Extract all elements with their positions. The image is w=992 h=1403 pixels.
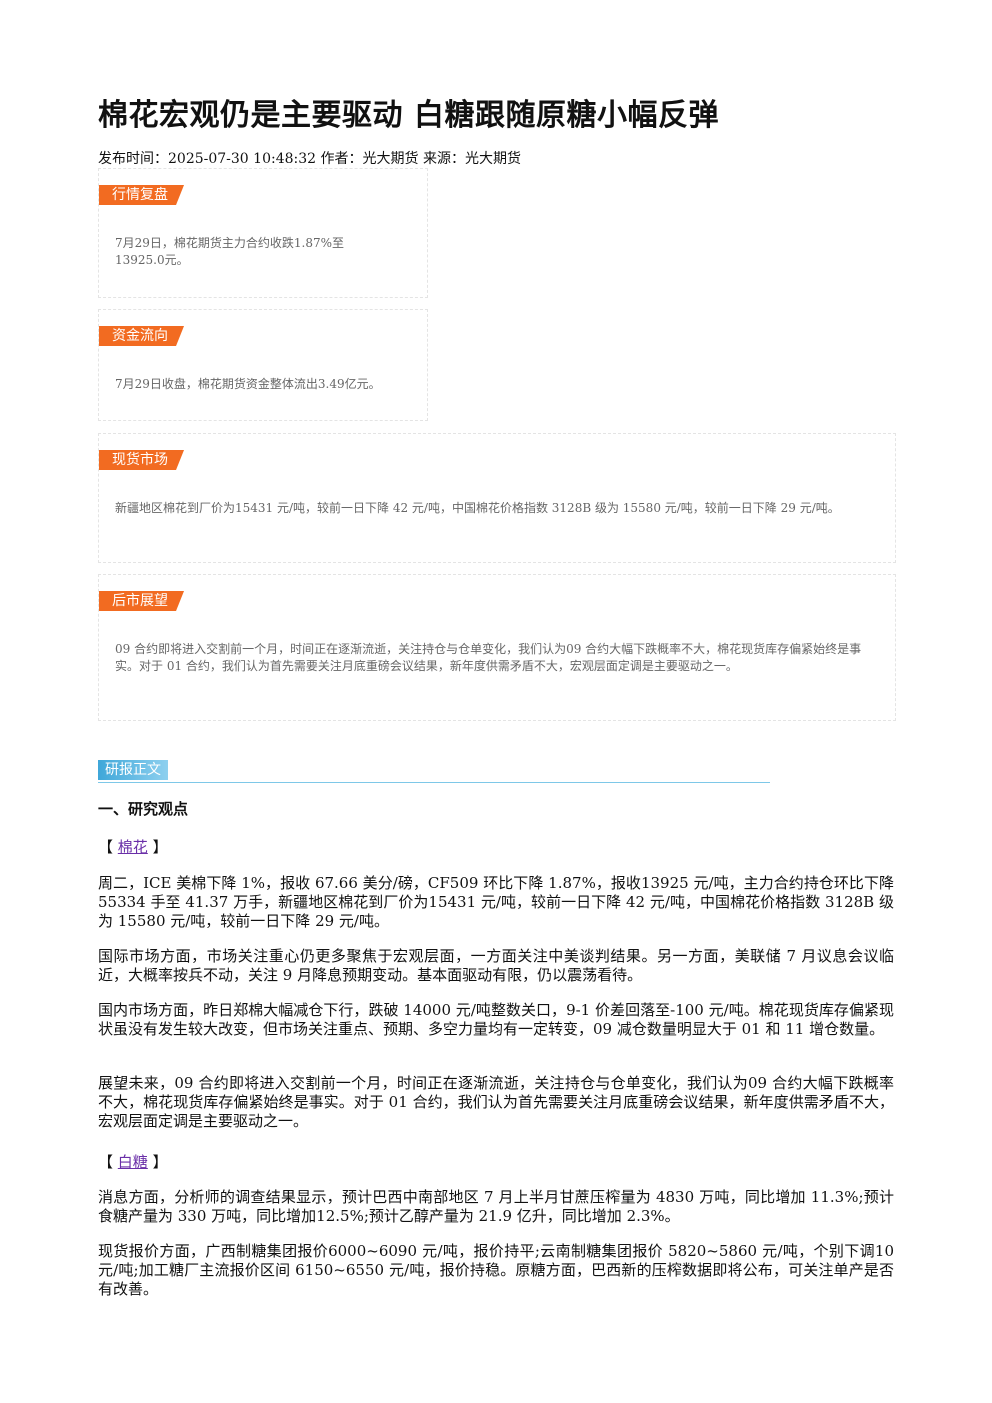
cotton-paragraph: 国内市场方面，昨日郑棉大幅减仓下行，跌破 14000 元/吨整数关口，9-1 价… xyxy=(98,1001,894,1038)
card-market-review: 行情复盘 7月29日，棉花期货主力合约收跌1.87%至13925.0元。 xyxy=(98,168,428,298)
card-text: 09 合约即将进入交割前一个月，时间正在逐渐流逝，关注持仓与仓单变化，我们认为0… xyxy=(115,642,862,673)
sugar-label: 【 白糖 】 xyxy=(98,1151,168,1172)
bracket-close: 】 xyxy=(152,1153,168,1171)
article-meta: 发布时间：2025-07-30 10:48:32 作者：光大期货 来源：光大期货 xyxy=(98,151,521,167)
card-fund-flow: 资金流向 7月29日收盘，棉花期货资金整体流出3.49亿元。 xyxy=(98,309,428,421)
section-bar: 研报正文 xyxy=(98,760,770,783)
bracket-close: 】 xyxy=(152,838,168,856)
card-tag: 行情复盘 xyxy=(99,185,184,205)
article-title: 棉花宏观仍是主要驱动 白糖跟随原糖小幅反弹 xyxy=(98,98,719,133)
sugar-paragraph: 现货报价方面，广西制糖集团报价6000~6090 元/吨，报价持平;云南制糖集团… xyxy=(98,1242,894,1298)
card-tag: 资金流向 xyxy=(99,326,184,346)
cotton-paragraph: 国际市场方面，市场关注重心仍更多聚焦于宏观层面，一方面关注中美谈判结果。另一方面… xyxy=(98,947,894,984)
card-text: 新疆地区棉花到厂价为15431 元/吨，较前一日下降 42 元/吨，中国棉花价格… xyxy=(115,501,840,515)
sugar-paragraph: 消息方面，分析师的调查结果显示，预计巴西中南部地区 7 月上半月甘蔗压榨量为 4… xyxy=(98,1188,894,1225)
bracket-open: 【 xyxy=(98,1153,114,1171)
bracket-open: 【 xyxy=(98,838,114,856)
cotton-paragraph: 周二，ICE 美棉下降 1%，报收 67.66 美分/磅，CF509 环比下降 … xyxy=(98,874,894,930)
card-spot-market: 现货市场 新疆地区棉花到厂价为15431 元/吨，较前一日下降 42 元/吨，中… xyxy=(98,433,896,563)
card-tag: 现货市场 xyxy=(99,450,184,470)
card-outlook: 后市展望 09 合约即将进入交割前一个月，时间正在逐渐流逝，关注持仓与仓单变化，… xyxy=(98,574,896,721)
section-heading: 一、研究观点 xyxy=(98,800,189,818)
card-tag: 后市展望 xyxy=(99,591,184,611)
sugar-link[interactable]: 白糖 xyxy=(117,1153,148,1171)
cotton-link[interactable]: 棉花 xyxy=(117,838,148,856)
card-text: 7月29日收盘，棉花期货资金整体流出3.49亿元。 xyxy=(115,377,381,391)
cotton-paragraph: 展望未来，09 合约即将进入交割前一个月，时间正在逐渐流逝，关注持仓与仓单变化，… xyxy=(98,1074,894,1130)
cotton-label: 【 棉花 】 xyxy=(98,836,168,857)
section-bar-label: 研报正文 xyxy=(98,760,168,780)
card-text: 7月29日，棉花期货主力合约收跌1.87%至13925.0元。 xyxy=(115,236,345,267)
